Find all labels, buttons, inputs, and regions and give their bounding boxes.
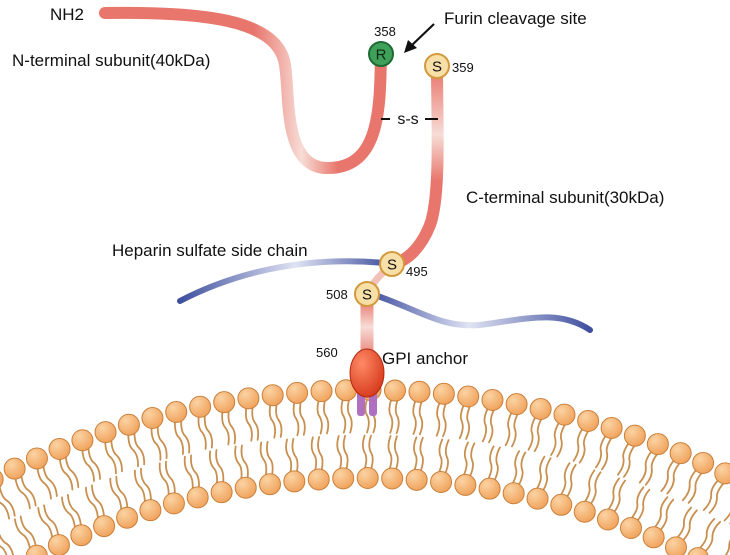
gpi-label: GPI anchor <box>382 349 468 368</box>
lipid-molecule <box>502 450 527 505</box>
lipid-molecule <box>261 384 284 439</box>
lipid-molecule <box>681 451 715 504</box>
lipid-molecule <box>25 447 58 500</box>
disulfide-label: s-s <box>397 111 418 128</box>
lipid-molecule <box>37 504 70 555</box>
lipid-molecule <box>596 477 626 531</box>
lipid-molecule <box>165 401 191 455</box>
lipid-molecule <box>550 462 577 516</box>
lipid-molecule <box>550 403 576 458</box>
lipid-molecule <box>117 413 146 468</box>
lipid-molecule <box>430 438 453 493</box>
lipid-molecule <box>189 395 213 450</box>
lipid-molecule <box>286 381 309 437</box>
lipid-molecule <box>208 449 233 504</box>
lipid-molecule <box>134 467 162 522</box>
lipid-molecule <box>307 436 330 491</box>
residue-s359: S <box>424 53 450 79</box>
heparin-label: Heparin sulfate side chain <box>112 241 308 260</box>
residue-letter: S <box>362 287 372 304</box>
furin-label: Furin cleavage site <box>444 9 587 28</box>
furin-arrowhead-icon <box>404 40 417 53</box>
c-terminal-chain <box>386 61 444 270</box>
lipid-molecule <box>61 493 93 547</box>
lipid-molecule <box>454 441 477 496</box>
lipid-molecule <box>723 511 730 525</box>
lipid-molecule <box>48 438 80 491</box>
lipid-molecule <box>85 484 116 538</box>
lipid-molecule <box>408 380 431 436</box>
lipid-molecule <box>478 445 501 500</box>
residue-number-508: 508 <box>326 287 348 302</box>
lipid-molecule <box>572 409 600 464</box>
lipid-molecule <box>234 444 257 499</box>
lipid-molecule <box>213 391 236 446</box>
lipid-molecule <box>158 460 185 515</box>
residue-letter: R <box>376 47 387 64</box>
residue-number-359: 359 <box>452 60 474 75</box>
lipid-molecule <box>183 454 209 509</box>
lipid-molecule <box>457 385 480 440</box>
lipid-molecule <box>660 442 692 495</box>
lipid-molecule <box>594 416 623 471</box>
lipid-molecule <box>573 469 602 523</box>
lipid-molecule <box>141 407 168 461</box>
nh2-label: NH2 <box>50 5 84 24</box>
lipid-molecule <box>332 434 355 490</box>
lipid-molecule <box>432 382 455 438</box>
lipid-molecule <box>687 518 722 555</box>
lipid-molecule <box>94 421 123 475</box>
heparin-chain-right <box>369 291 593 333</box>
lipid-molecule <box>3 457 37 510</box>
lipid-molecule <box>405 436 428 491</box>
lipid-molecule <box>237 387 260 442</box>
lipid-molecule <box>14 515 48 555</box>
anchor-number-560: 560 <box>316 345 338 360</box>
residue-number-358: 358 <box>374 24 396 39</box>
lipid-molecule <box>109 475 139 529</box>
lipid-molecule <box>383 379 406 434</box>
residue-number-495: 495 <box>406 264 428 279</box>
c-terminal-label: C-terminal subunit(30kDa) <box>466 188 664 207</box>
lipid-molecule <box>616 424 646 478</box>
lipid-molecule <box>619 486 651 540</box>
lipid-molecule <box>702 462 730 514</box>
lipid-molecule <box>0 471 16 520</box>
lipid-molecule <box>356 434 379 490</box>
residue-s495: S <box>379 251 405 277</box>
lipid-molecule <box>381 435 404 490</box>
lipid-molecule <box>0 533 15 555</box>
lipid-molecule <box>642 496 675 549</box>
lipid-molecule <box>526 455 552 510</box>
lipid-molecule <box>638 433 669 486</box>
lipid-molecule <box>724 538 730 555</box>
lipid-molecule <box>504 393 528 448</box>
lipid-molecule <box>283 438 306 493</box>
lipid-molecule <box>258 440 281 496</box>
heparin-chain-left <box>177 258 388 304</box>
n-terminal-label: N-terminal subunit(40kDa) <box>12 51 210 70</box>
lipid-molecule <box>664 506 698 555</box>
lipid-molecule <box>71 429 101 483</box>
residue-letter: S <box>387 257 397 274</box>
residue-s508: S <box>354 281 380 307</box>
lipid-molecule <box>310 380 333 435</box>
gpi-anchor-ellipse <box>349 348 385 398</box>
n-terminal-chain <box>99 6 387 175</box>
lipid-molecule <box>527 398 552 453</box>
residue-letter: S <box>432 59 442 76</box>
furin-arrow-line <box>410 23 435 47</box>
residue-r358: R <box>368 41 394 67</box>
lipid-molecule <box>481 388 504 444</box>
lipid-bilayer-membrane <box>0 379 730 555</box>
